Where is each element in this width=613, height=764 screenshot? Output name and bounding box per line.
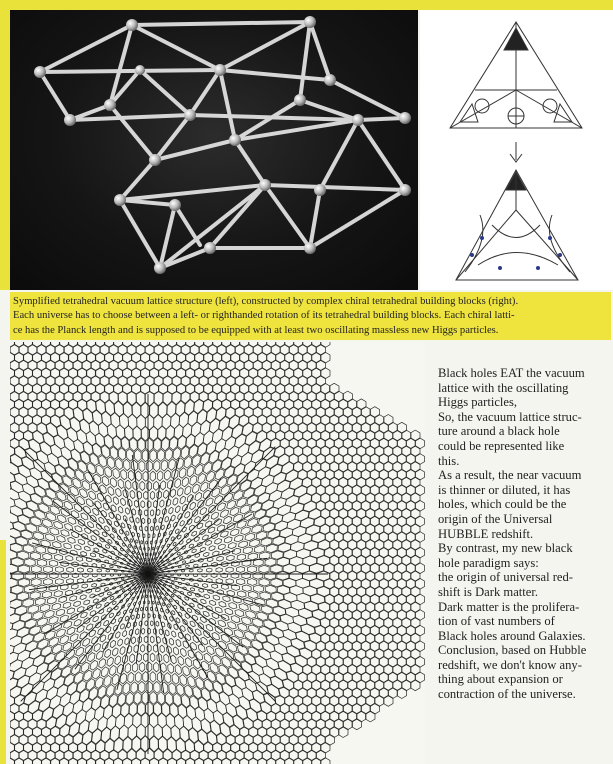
article-line: origin of the Universal [438,512,613,527]
article-line: So, the vacuum lattice struc- [438,410,613,425]
article-line: the origin of universal red- [438,570,613,585]
article-line: thing about expansion or [438,672,613,687]
article-line: ture around a black hole [438,424,613,439]
article-line: Black holes EAT the vacuum [438,366,613,381]
article-line: HUBBLE redshift. [438,527,613,542]
lattice-model-figure [10,10,418,290]
yellow-border-top [0,0,613,10]
article-line: could be represented like [438,439,613,454]
article-line: shift is Dark matter. [438,585,613,600]
black-hole-lattice-illustration [10,342,425,764]
radial-lines [10,394,328,754]
article-line: redshift, we don't know any- [438,658,613,673]
article-line: lattice with the oscillating [438,381,613,396]
article-line: this. [438,454,613,469]
caption-line-2: Each universe has to choose between a le… [13,309,609,323]
article-line: contraction of the universe. [438,687,613,702]
tetrahedral-block-figure [420,10,613,290]
article-line: is thinner or diluted, it has [438,483,613,498]
article-line: Higgs particles, [438,395,613,410]
black-hole-center [145,571,151,577]
article-text: Black holes EAT the vacuum lattice with … [438,366,613,702]
yellow-border-left [0,0,10,290]
caption-line-3: ce has the Planck length and is supposed… [13,324,609,338]
article-line: By contrast, my new black [438,541,613,556]
article-line: Dark matter is the prolifera- [438,600,613,615]
tetrahedral-block-diagram [420,10,613,290]
article-line: Conclusion, based on Hubble [438,643,613,658]
caption-line-1: Symplified tetrahedral vacuum lattice st… [13,295,609,309]
hex-cells [10,342,425,764]
figure-caption: Symplified tetrahedral vacuum lattice st… [10,292,611,340]
article-line: tion of vast numbers of [438,614,613,629]
article-line: As a result, the near vacuum [438,468,613,483]
hex-lattice-figure [10,342,425,764]
yellow-border-left-lower [0,540,6,764]
lattice-model-photo [10,10,418,290]
article-line: Black holes around Galaxies. [438,629,613,644]
article-line: hole paradigm says: [438,556,613,571]
article-line: holes, which could be the [438,497,613,512]
